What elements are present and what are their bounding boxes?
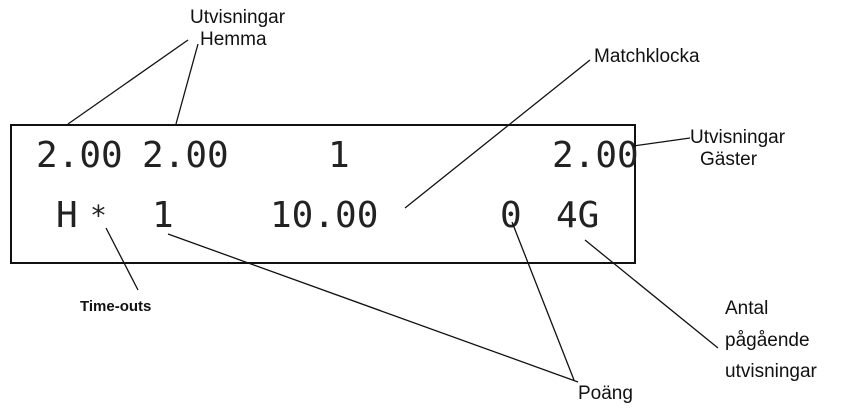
label-antal-1: Antal [725, 298, 769, 319]
home-penalty-time-2: 2.00 [142, 135, 229, 176]
match-clock: 10.00 [270, 195, 379, 236]
label-utvisningar-hemma-2: Hemma [200, 29, 267, 50]
leader-away-penalty [632, 137, 691, 147]
home-score: 1 [152, 195, 174, 236]
label-matchklocka: Matchklocka [594, 46, 700, 67]
timeout-star: * [90, 199, 107, 232]
home-indicator: H [56, 195, 78, 236]
label-antal-3: utvisningar [725, 361, 817, 382]
away-penalty-time: 2.00 [552, 135, 639, 176]
period-number: 1 [328, 135, 350, 176]
away-penalty-count: 4G [556, 195, 600, 236]
away-score: 0 [500, 195, 522, 236]
label-poang: Poäng [578, 383, 633, 404]
home-penalty-time-1: 2.00 [36, 135, 123, 176]
label-antal-2: pågående [725, 330, 810, 351]
scoreboard-display: 2.00 2.00 1 2.00 H * 1 10.00 0 4G [10, 124, 639, 264]
leader-home-penalty-1 [67, 39, 189, 125]
label-utvisningar-hemma-1: Utvisningar [190, 7, 286, 28]
label-utvisningar-gaster-1: Utvisningar [690, 127, 786, 148]
leader-home-penalty-2 [175, 43, 199, 125]
label-utvisningar-gaster-2: Gäster [700, 149, 758, 170]
label-time-outs: Time-outs [80, 298, 152, 315]
